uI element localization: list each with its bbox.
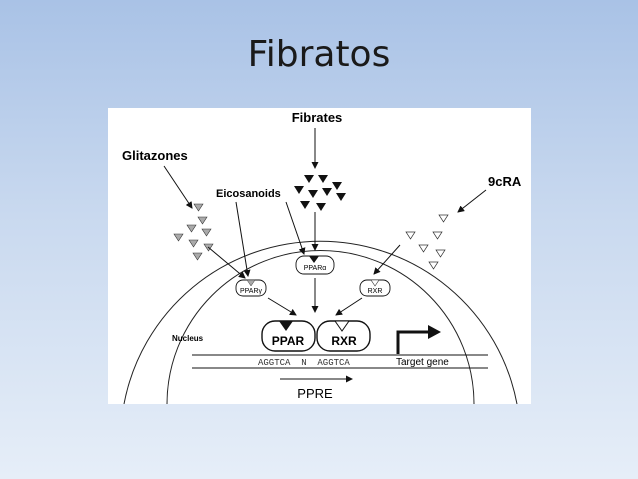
- eicosanoids-label: Eicosanoids: [216, 188, 281, 200]
- glitazones-label: Glitazones: [122, 148, 188, 163]
- ppar-gamma-label: PPARγ: [240, 288, 263, 295]
- target-gene-label: Target gene: [396, 357, 449, 368]
- ppar-label: PPAR: [272, 334, 305, 348]
- cell-membrane: [123, 240, 518, 405]
- nucleus-label: Nucleus: [172, 334, 204, 343]
- ppar-rxr-heterodimer: PPAR RXR: [261, 320, 371, 352]
- ppre-sequence: AGGTCA N AGGTCA: [258, 358, 350, 368]
- diagram-figure: Fibrates Glitazones Eicosanoids 9cRA Nuc…: [108, 108, 531, 405]
- fibrates-label: Fibrates: [292, 110, 343, 125]
- ppar-alpha-receptor: PPARα: [295, 255, 335, 275]
- slide-title: Fibratos: [247, 34, 391, 75]
- nuclear-envelope: [166, 250, 475, 405]
- 9cra-molecules: [405, 214, 449, 270]
- ppar-mechanism-diagram: Fibrates Glitazones Eicosanoids 9cRA Nuc…: [122, 110, 522, 405]
- ppre-label: PPRE: [297, 386, 333, 401]
- rxr-small-receptor: RXR: [359, 279, 391, 297]
- ppar-gamma-receptor: PPARγ: [235, 279, 267, 297]
- glitazone-molecules: [173, 203, 214, 261]
- fibrate-molecules: [294, 175, 346, 211]
- ppar-alpha-label: PPARα: [304, 265, 327, 272]
- transcription-start-arrow: [396, 330, 430, 354]
- rxr-small-label: RXR: [368, 288, 383, 295]
- rxr-label: RXR: [331, 334, 357, 348]
- 9cra-label: 9cRA: [488, 174, 522, 189]
